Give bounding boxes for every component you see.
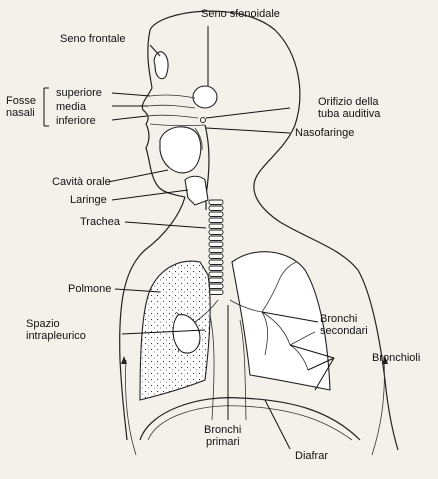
label-bronchi-primari-1: Bronchi <box>204 424 242 436</box>
pleura-right-arc <box>371 359 385 456</box>
larynx-shape <box>184 175 209 206</box>
trachea-ring <box>208 271 224 277</box>
turbinate-media <box>147 104 196 109</box>
pleura-left-arc <box>125 359 137 456</box>
label-bronchi-secondari-2: secondari <box>320 325 368 337</box>
face-profile <box>141 29 186 198</box>
trachea-ring <box>208 229 224 235</box>
trachea-ring <box>208 217 224 223</box>
label-seno-sfenoidale: Seno sfenoidale <box>201 8 280 20</box>
label-nasofaringe: Nasofaringe <box>295 127 355 139</box>
label-spazio-2: intrapleurico <box>26 330 86 342</box>
label-diaframma: Diafrar <box>295 450 329 462</box>
pleura-arrow-right <box>382 356 388 364</box>
trachea-ring <box>208 205 224 211</box>
label-bronchi-secondari-1: Bronchi <box>320 313 358 325</box>
label-spazio-1: Spazio <box>26 318 60 330</box>
label-media: media <box>56 101 86 113</box>
trachea-ring <box>208 259 224 265</box>
tuba-opening <box>200 117 206 123</box>
turbinate-superior <box>149 94 196 99</box>
leader-lines <box>43 26 335 450</box>
label-polmone: Polmone <box>68 283 112 295</box>
head-outline <box>149 10 301 223</box>
label-nasali: nasali <box>6 107 35 119</box>
label-orifizio-1: Orifizio della <box>318 96 379 108</box>
trachea-rings <box>208 199 224 295</box>
torso-right <box>279 221 399 451</box>
label-fosse: Fosse <box>6 95 36 107</box>
trachea-ring <box>208 277 224 283</box>
label-bronchioli: Bronchioli <box>372 352 421 364</box>
tongue-shape <box>159 126 202 174</box>
trachea-ring <box>208 253 224 259</box>
label-trachea: Trachea <box>80 216 120 228</box>
mediastinum <box>209 314 247 421</box>
left-bronchial-cluster <box>172 314 201 354</box>
trachea-ring <box>208 289 224 295</box>
sphenoid-sinus-shape <box>192 85 218 109</box>
label-bronchi-primari-2: primari <box>206 436 240 448</box>
label-cavita-orale: Cavità orale <box>52 176 111 188</box>
label-orifizio-2: tuba auditiva <box>318 108 381 120</box>
nasal-floor <box>149 123 206 127</box>
pleura-arrow-left <box>121 356 127 364</box>
right-lung-shape <box>231 251 331 391</box>
trachea-ring <box>208 199 224 205</box>
trachea-ring <box>208 247 224 253</box>
label-superiore: superiore <box>56 87 102 99</box>
trachea-ring <box>208 223 224 229</box>
trachea-ring <box>208 211 224 217</box>
diaphragm-inner <box>147 405 353 441</box>
label-laringe: Laringe <box>70 194 107 206</box>
soft-palate <box>194 127 203 151</box>
label-seno-frontale: Seno frontale <box>60 33 126 45</box>
frontal-sinus-shape <box>153 51 169 80</box>
trachea-ring <box>208 241 224 247</box>
trachea-ring <box>208 265 224 271</box>
diaphragm-curve <box>139 397 361 441</box>
trachea-ring <box>208 235 224 241</box>
trachea-ring <box>208 283 224 289</box>
label-inferiore: inferiore <box>56 115 96 127</box>
turbinate-inferior <box>146 114 199 119</box>
